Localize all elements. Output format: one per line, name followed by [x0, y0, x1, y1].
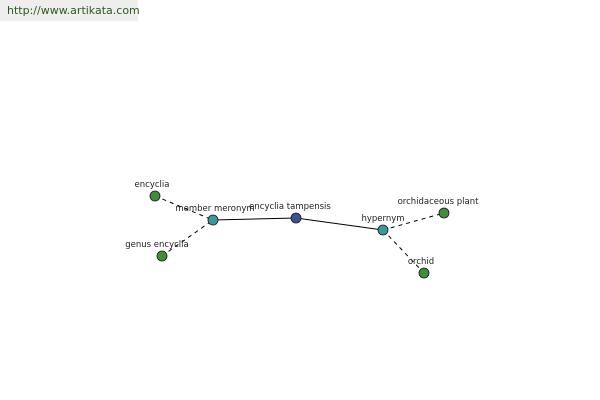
- node-label-orchidaceous[interactable]: orchidaceous plant: [398, 197, 480, 207]
- node-genus[interactable]: [156, 250, 168, 262]
- edge-hypernym-orchid: [382, 229, 425, 274]
- edge-center-hypernym: [295, 217, 384, 231]
- node-orchidaceous[interactable]: [438, 207, 450, 219]
- edge-genus-meronym: [161, 219, 214, 257]
- edge-meronym-center: [212, 217, 297, 221]
- node-label-center[interactable]: encyclia tampensis: [249, 202, 331, 212]
- site-url-link[interactable]: http://www.artikata.com: [0, 0, 140, 21]
- node-label-meronym[interactable]: member meronym: [175, 204, 254, 214]
- node-label-encyclia[interactable]: encyclia: [135, 180, 170, 190]
- node-label-hypernym[interactable]: hypernym: [361, 214, 404, 224]
- node-hypernym[interactable]: [377, 224, 389, 236]
- node-orchid[interactable]: [418, 267, 430, 279]
- node-label-orchid[interactable]: orchid: [408, 257, 434, 267]
- node-meronym[interactable]: [207, 214, 219, 226]
- node-encyclia[interactable]: [149, 190, 161, 202]
- edge-hypernym-orchidaceous: [382, 212, 445, 231]
- edge-encyclia-meronym: [154, 195, 214, 221]
- node-center[interactable]: [290, 212, 302, 224]
- node-label-genus[interactable]: genus encyclia: [125, 240, 188, 250]
